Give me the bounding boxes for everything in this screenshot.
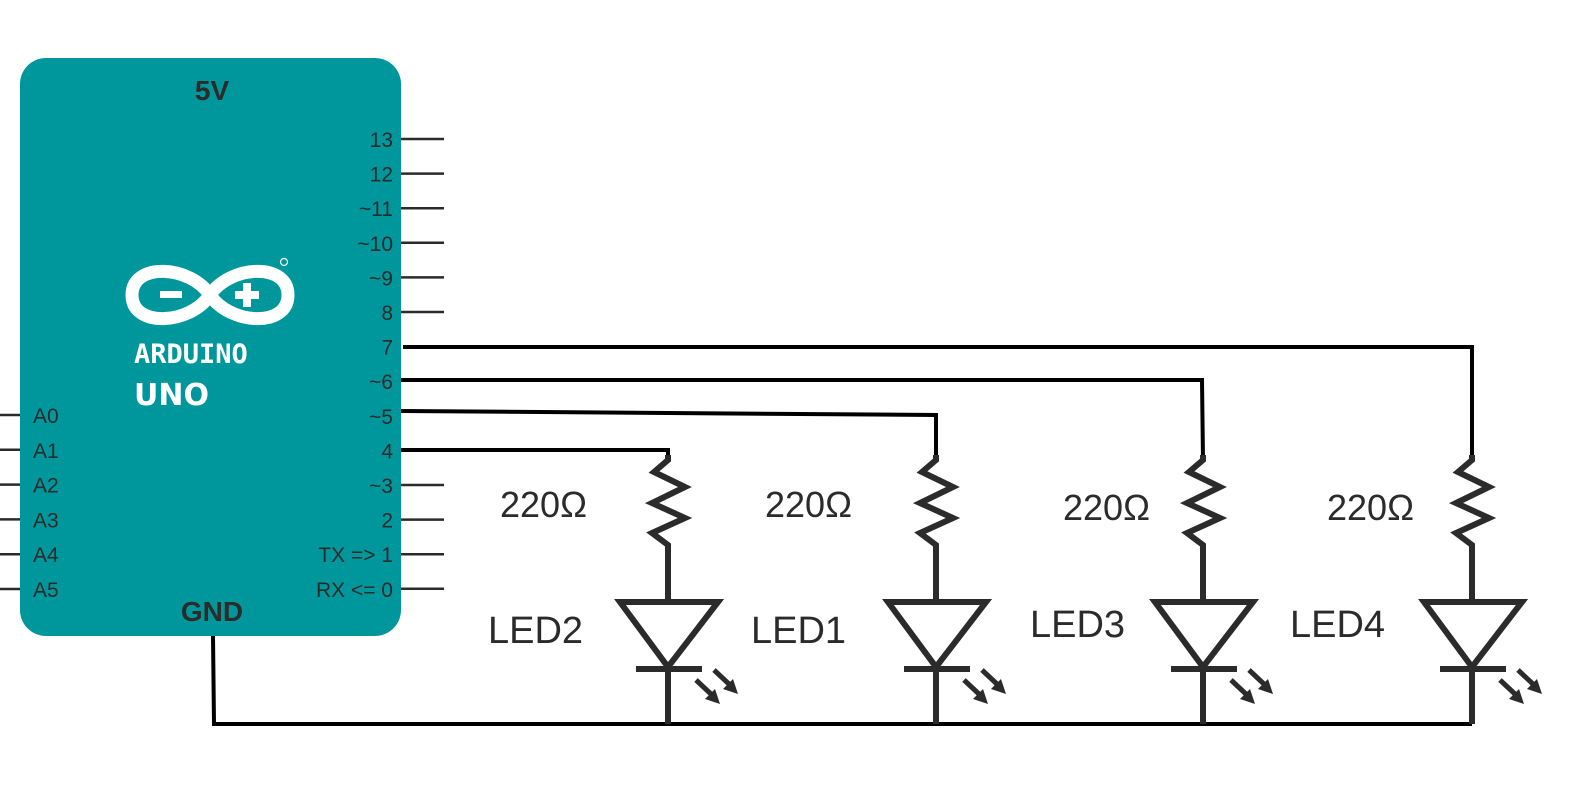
digital-pin-label: 4	[381, 440, 393, 463]
wire-pin-7	[403, 345, 1474, 460]
analog-pin-label: A2	[33, 475, 59, 498]
light-emission-arrows-icon	[1498, 668, 1542, 704]
led-branch: 220Ω LED3	[1030, 455, 1273, 724]
digital-pin: RX <= 0	[316, 579, 444, 602]
led-symbol	[1418, 599, 1529, 672]
analog-pin-label: A0	[33, 405, 59, 428]
analog-pin-label: A5	[33, 579, 59, 602]
wire-pin-5	[400, 409, 938, 460]
resistor-symbol	[1179, 455, 1228, 600]
analog-pin: A1	[0, 440, 59, 463]
digital-pin-label: ~3	[369, 475, 393, 498]
light-emission-arrows-icon	[1229, 668, 1273, 704]
digital-pin: 12	[370, 164, 444, 187]
arduino-infinity-logo-icon	[125, 257, 295, 326]
led-label: LED4	[1290, 604, 1385, 646]
analog-pin: A2	[0, 475, 59, 498]
digital-pin-label: 13	[370, 129, 393, 152]
analog-pin-label: A4	[33, 544, 59, 567]
light-emission-arrows-icon	[694, 668, 738, 704]
led-branch: 220Ω LED2	[488, 455, 738, 724]
digital-pin-label: ~11	[359, 198, 393, 221]
led-symbol	[882, 599, 993, 672]
digital-pin: 8	[381, 302, 444, 325]
analog-pin: A0	[0, 405, 59, 428]
board-body	[20, 58, 401, 636]
led-label: LED1	[751, 610, 846, 652]
digital-pin: ~6	[369, 371, 393, 394]
analog-pin-label: A3	[33, 509, 59, 532]
digital-pin: 13	[370, 129, 444, 152]
digital-pin-label: ~10	[357, 233, 393, 256]
ground-wire	[211, 635, 1472, 726]
led-label: LED2	[488, 610, 583, 652]
led-label: LED3	[1030, 604, 1125, 646]
wire-pin-6	[401, 378, 1205, 461]
analog-pin: A4	[0, 544, 59, 567]
digital-pin-label: TX => 1	[318, 544, 393, 567]
resistor-label: 220Ω	[765, 484, 852, 525]
digital-pin-label: 8	[381, 302, 393, 325]
digital-pin-label: RX <= 0	[316, 579, 393, 602]
resistor-symbol	[912, 455, 961, 600]
digital-pin: ~9	[369, 267, 444, 290]
digital-pin-label: 12	[370, 164, 393, 187]
digital-pin-label: 2	[381, 510, 393, 533]
resistor-label: 220Ω	[1063, 487, 1150, 528]
digital-pin: 7	[381, 337, 393, 360]
light-emission-arrows-icon	[962, 668, 1006, 704]
led-symbol	[1149, 599, 1260, 672]
digital-pin-label: 7	[381, 337, 393, 360]
digital-pin-group: 13 12 ~11 ~10 ~9 8 7 ~6 ~5 4 ~3 2 TX => 1 RX <= 0	[316, 129, 444, 602]
wire-pin-4	[401, 448, 670, 460]
led-branch: 220Ω LED1	[751, 455, 1006, 724]
analog-pin: A3	[0, 509, 59, 532]
resistor-symbol	[1448, 455, 1497, 600]
digital-pin: TX => 1	[318, 544, 444, 567]
power-label: 5V	[195, 75, 230, 106]
led-symbol	[614, 599, 725, 672]
led-branch: 220Ω LED4	[1290, 455, 1542, 724]
board-model: UNO	[134, 378, 209, 413]
digital-pin-label: ~6	[369, 371, 393, 394]
digital-pin: ~10	[357, 233, 444, 256]
digital-pin: 2	[381, 510, 444, 533]
signal-wires	[400, 345, 1474, 461]
resistor-label: 220Ω	[500, 484, 587, 525]
resistor-label: 220Ω	[1327, 487, 1414, 528]
digital-pin: 4	[381, 440, 393, 463]
digital-pin: ~11	[359, 198, 444, 221]
analog-pin: A5	[0, 579, 59, 602]
digital-pin-label: ~9	[369, 267, 393, 290]
arduino-board: 5V GND ARDUINO UNO	[20, 58, 401, 636]
ground-label: GND	[181, 596, 243, 627]
digital-pin: ~5	[369, 406, 393, 429]
analog-pin-label: A1	[33, 440, 59, 463]
digital-pin-label: ~5	[369, 406, 393, 429]
digital-pin: ~3	[369, 475, 444, 498]
resistor-symbol	[644, 455, 693, 600]
led-branches: 220Ω LED2 220Ω LED1 220Ω LED3 220Ω LED4	[488, 455, 1542, 724]
board-name: ARDUINO	[134, 339, 248, 370]
